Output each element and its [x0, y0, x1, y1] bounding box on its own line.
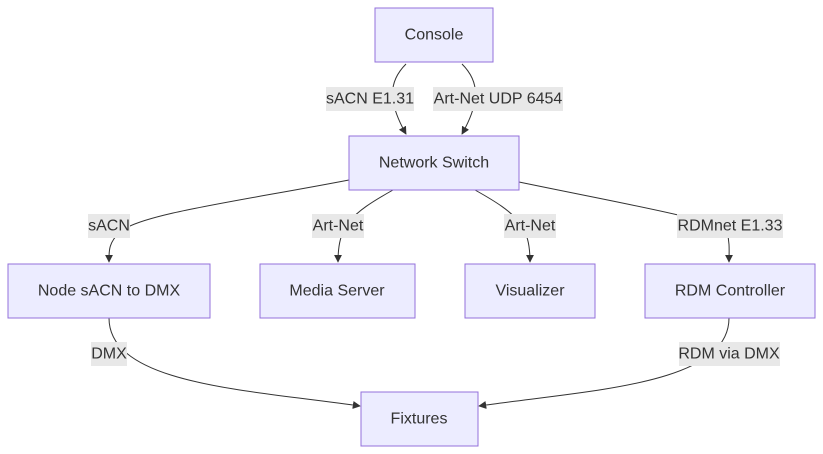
node-console: Console [374, 7, 494, 63]
node-media-server: Media Server [259, 263, 416, 319]
edge-label-sacn-e131: sACN E1.31 [326, 87, 414, 111]
node-label: RDM Controller [675, 283, 786, 300]
edge-label-text: RDM via DMX [678, 346, 780, 363]
edge-label-text: sACN E1.31 [326, 91, 414, 108]
edge-label-artnet-media: Art-Net [312, 214, 364, 238]
edge-label-text: Art-Net [313, 218, 364, 235]
node-label: Fixtures [391, 411, 448, 428]
edge-label-sacn: sACN [88, 214, 130, 238]
edge-node-to-fixtures [108, 317, 361, 409]
node-label: Console [405, 27, 464, 44]
node-label: Media Server [289, 283, 385, 300]
edge-label-rdm-via-dmx: RDM via DMX [678, 342, 780, 366]
edge-label-text: Art-Net [505, 218, 556, 235]
node-label: Node sACN to DMX [38, 283, 181, 300]
edge-label-text: RDMnet E1.33 [678, 218, 783, 235]
edge-switch-to-node [104, 179, 350, 263]
node-sacn-to-dmx: Node sACN to DMX [7, 263, 211, 319]
edge-label-dmx: DMX [91, 342, 127, 366]
edge-label-text: DMX [91, 346, 127, 363]
edge-label-artnet-visualizer: Art-Net [504, 214, 556, 238]
node-fixtures: Fixtures [360, 391, 479, 447]
edge-rdm-controller-to-fixtures [478, 317, 730, 409]
node-rdm-controller: RDM Controller [644, 263, 816, 319]
node-visualizer: Visualizer [464, 263, 596, 319]
edge-label-rdmnet: RDMnet E1.33 [677, 214, 783, 238]
node-label: Network Switch [379, 155, 489, 172]
edges [104, 63, 734, 409]
node-network-switch: Network Switch [348, 135, 520, 191]
node-label: Visualizer [495, 283, 565, 300]
edge-label-text: Art-Net UDP 6454 [434, 91, 563, 108]
edge-label-text: sACN [88, 218, 130, 235]
edge-label-artnet-udp: Art-Net UDP 6454 [433, 87, 563, 111]
